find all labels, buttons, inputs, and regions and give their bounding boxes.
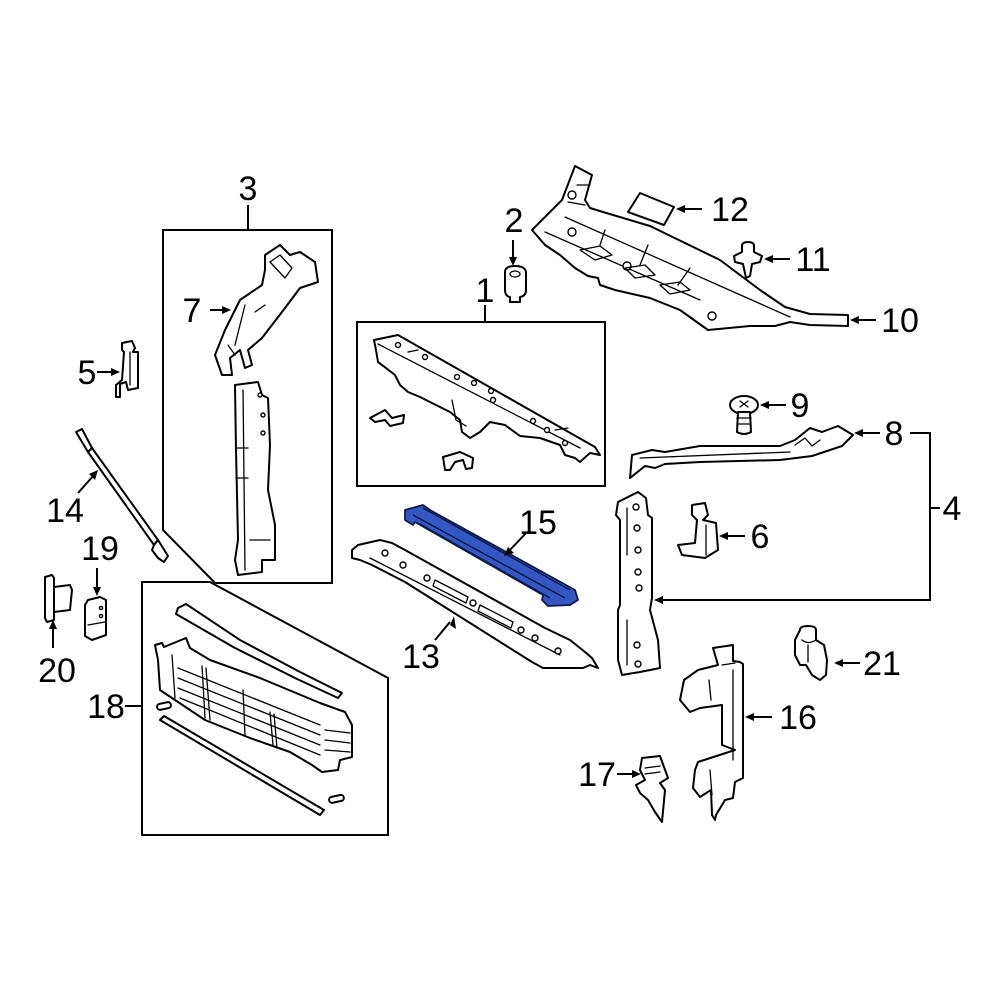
callout-6[interactable]: 6 [751,518,770,556]
callout-11[interactable]: 11 [795,241,830,279]
callout-13[interactable]: 13 [402,638,440,676]
group-1-box: 1 [356,272,606,487]
callout-8[interactable]: 8 [885,415,904,453]
callout-19[interactable]: 19 [81,530,119,568]
callout-5[interactable]: 5 [78,354,97,392]
group-4-bracket: 4 [654,432,962,604]
part-20-bracket[interactable] [44,574,73,623]
part-9-bolt[interactable] [729,395,759,435]
callout-4[interactable]: 4 [943,490,962,528]
part-19-actuator[interactable] [84,596,107,641]
part-2-mount-cushion[interactable] [504,265,527,303]
part-21-retainer[interactable] [794,625,828,681]
part-1-upper-tie-bar[interactable] [369,334,601,471]
part-15-lower-reinforcement[interactable] [404,504,579,607]
callout-2[interactable]: 2 [505,202,524,240]
callout-7[interactable]: 7 [183,292,202,330]
callout-12[interactable]: 12 [711,191,749,229]
part-18-grille-shutter[interactable] [154,603,353,816]
callout-14[interactable]: 14 [46,492,84,530]
part-8-support[interactable] [629,425,854,479]
callout-20[interactable]: 20 [38,652,76,690]
callout-18[interactable]: 18 [87,688,125,726]
part-7-reinforcement[interactable] [214,244,319,376]
callout-9[interactable]: 9 [791,387,810,425]
callout-3[interactable]: 3 [239,170,258,208]
callout-16[interactable]: 16 [779,699,817,737]
part-6-bracket[interactable] [677,502,719,559]
part-4-side-bracket[interactable] [615,491,661,676]
group-3-box: 3 [162,170,333,584]
part-16-air-guide[interactable] [679,644,744,821]
group-18-box: 18 [87,581,389,836]
part-3-side-panel [234,381,276,576]
part-14-hood-strut[interactable] [75,428,169,563]
part-13-lower-tie-bar[interactable] [351,539,599,669]
part-10-upper-cover[interactable] [531,165,849,331]
part-5-bracket[interactable] [115,340,139,398]
callout-1[interactable]: 1 [476,272,495,310]
callout-15[interactable]: 15 [519,504,557,542]
callout-21[interactable]: 21 [863,645,901,683]
callout-17[interactable]: 17 [578,756,616,794]
part-17-bracket[interactable] [635,755,669,823]
part-12-label[interactable] [627,192,675,226]
part-11-clip[interactable] [733,241,763,279]
callout-10[interactable]: 10 [881,302,919,340]
